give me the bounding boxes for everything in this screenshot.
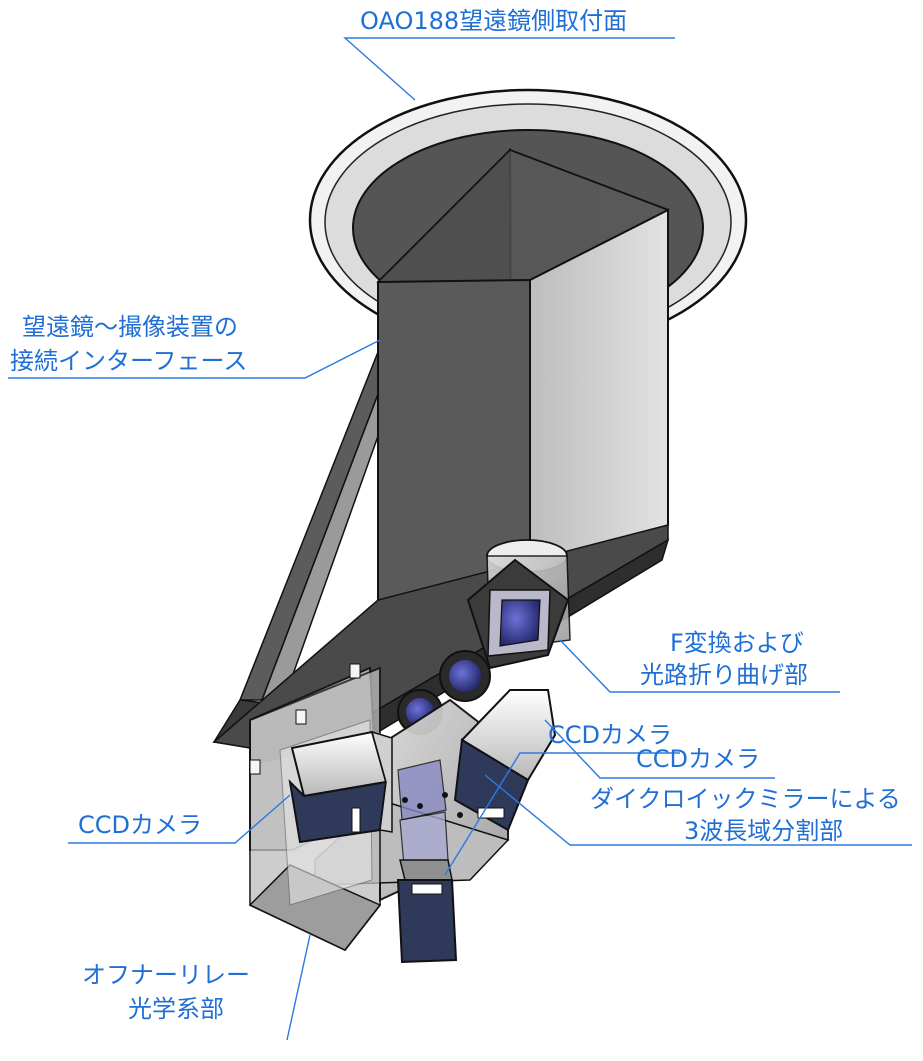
f-conversion-optics <box>397 539 571 735</box>
label-interface-line1: 望遠鏡〜撮像装置の <box>22 313 238 341</box>
interface-tube <box>376 147 670 602</box>
ccd-camera-right-body <box>453 689 557 832</box>
leader-ccd-left <box>68 794 291 844</box>
label-offner-line2: 光学系部 <box>128 995 224 1023</box>
leader-lines <box>8 37 912 1041</box>
label-fconv-line2: 光路折り曲げ部 <box>640 661 808 689</box>
label-interface-line2: 接続インターフェース <box>10 347 248 375</box>
leader-interface <box>8 339 381 379</box>
label-offner-line1: オフナーリレー <box>82 961 250 989</box>
leader-dichroic <box>484 774 912 846</box>
leader-ccd-right <box>544 719 775 779</box>
label-fconv-line1: F変換および <box>670 629 804 657</box>
label-ccd-camera-right: CCDカメラ <box>636 745 760 773</box>
leader-fconv <box>559 639 840 693</box>
label-dichroic-line1: ダイクロイックミラーによる <box>590 785 901 813</box>
label-ccd-camera-bottom: CCDカメラ <box>548 721 672 749</box>
ccd-camera-bottom-body <box>396 859 458 964</box>
leader-ccd-bottom <box>444 752 680 876</box>
leader-offner <box>286 934 311 1041</box>
label-top-mount: OAO188望遠鏡側取付面 <box>360 7 628 35</box>
ccd-camera-left-body <box>288 730 393 844</box>
label-dichroic-line2: 3波長域分割部 <box>684 817 844 845</box>
label-ccd-camera-left: CCDカメラ <box>78 811 202 839</box>
leader-top-mount <box>343 37 675 101</box>
